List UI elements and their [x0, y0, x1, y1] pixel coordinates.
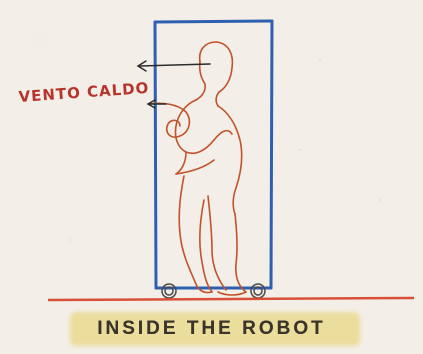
- ground-line: [48, 298, 414, 300]
- robot-frame: [155, 21, 272, 288]
- robot-wheels: [162, 284, 265, 298]
- human-figure: [175, 42, 246, 295]
- illustration-caption: INSIDE THE ROBOT: [0, 318, 423, 340]
- left-wheel: [162, 284, 176, 298]
- right-wheel: [251, 284, 265, 298]
